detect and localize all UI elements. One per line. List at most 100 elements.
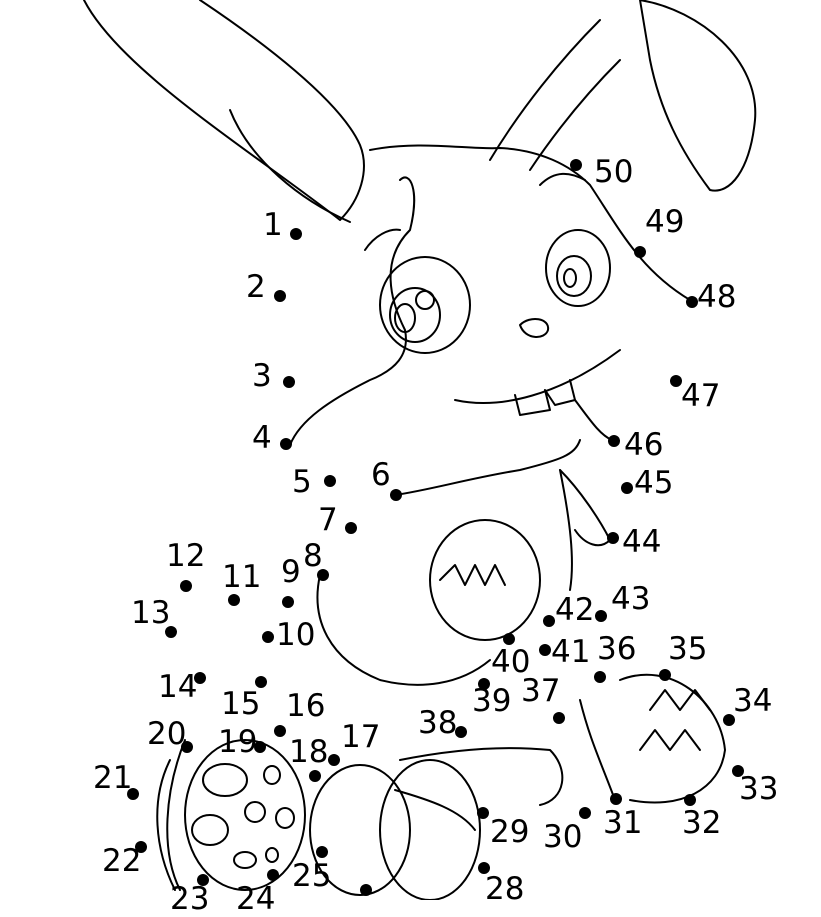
dot-44 <box>607 532 619 544</box>
egg-spot-2 <box>191 814 229 846</box>
dot-label-30: 30 <box>543 819 583 855</box>
dot-label-39: 39 <box>472 683 512 719</box>
dot-label-20: 20 <box>147 716 187 752</box>
egg-far-right-zigzag <box>639 689 711 751</box>
dot-5 <box>324 475 336 487</box>
dot-48 <box>686 296 698 308</box>
left-eye <box>379 256 471 354</box>
dot-label-6: 6 <box>371 457 391 493</box>
dot-label-9: 9 <box>281 554 301 590</box>
dot-label-46: 46 <box>624 427 664 463</box>
dot-13 <box>165 626 177 638</box>
dot-36 <box>594 671 606 683</box>
dot-34 <box>723 714 735 726</box>
egg-spot-4 <box>263 765 281 785</box>
egg-spot-7 <box>265 847 279 863</box>
egg-right-stripe <box>394 789 476 831</box>
dot-29 <box>477 807 489 819</box>
dot-28 <box>478 862 490 874</box>
dot-label-18: 18 <box>289 734 329 770</box>
held-egg-zigzag <box>439 564 506 586</box>
held-egg <box>429 519 541 641</box>
dot-32 <box>684 794 696 806</box>
dot-label-40: 40 <box>491 644 531 680</box>
left-ear-inner <box>229 109 351 223</box>
dot-label-38: 38 <box>418 705 458 741</box>
dot-label-14: 14 <box>158 669 198 705</box>
dot-47 <box>670 375 682 387</box>
dot-50 <box>570 159 582 171</box>
dot-8 <box>317 569 329 581</box>
dot-1 <box>290 228 302 240</box>
dot-40 <box>503 633 515 645</box>
egg-spot-6 <box>233 851 257 869</box>
dot-10 <box>262 631 274 643</box>
dot-label-34: 34 <box>733 683 773 719</box>
left-arm <box>316 574 491 686</box>
dot-35 <box>659 669 671 681</box>
dot-label-36: 36 <box>597 631 637 667</box>
dot-22 <box>135 841 147 853</box>
dot-label-21: 21 <box>93 760 133 796</box>
dot-label-50: 50 <box>594 154 634 190</box>
dot-45 <box>621 482 633 494</box>
dot-label-31: 31 <box>603 805 643 841</box>
dot-7 <box>345 522 357 534</box>
left-eye-shine <box>415 290 435 310</box>
dot-label-1: 1 <box>263 207 283 243</box>
dot-label-17: 17 <box>341 719 381 755</box>
left-ear <box>83 0 365 221</box>
dot-16 <box>274 725 286 737</box>
egg-right <box>379 759 481 900</box>
egg-far-right <box>619 673 726 804</box>
dot-label-11: 11 <box>222 559 262 595</box>
dot-12 <box>180 580 192 592</box>
dot-label-19: 19 <box>218 724 258 760</box>
dot-21 <box>127 788 139 800</box>
dot-31 <box>610 793 622 805</box>
dot-9 <box>282 596 294 608</box>
left-eye-pupil <box>394 303 416 333</box>
dot-label-33: 33 <box>739 771 779 807</box>
right-eye-iris <box>556 255 592 297</box>
dot-label-16: 16 <box>286 688 326 724</box>
dot-17 <box>328 754 340 766</box>
cheek-right <box>574 399 613 441</box>
dot-label-8: 8 <box>303 538 323 574</box>
right-brow <box>539 172 586 186</box>
dot-18 <box>309 770 321 782</box>
dot-20 <box>181 741 193 753</box>
dot-38 <box>455 726 467 738</box>
dot-label-32: 32 <box>682 805 722 841</box>
dot-label-35: 35 <box>668 631 708 667</box>
dot-label-37: 37 <box>521 673 561 709</box>
right-eye-pupil <box>563 268 577 288</box>
dot-label-47: 47 <box>681 378 721 414</box>
tail-detail <box>579 699 616 801</box>
dot-label-28: 28 <box>485 871 525 907</box>
dot-6 <box>390 489 402 501</box>
dot-41 <box>539 644 551 656</box>
dot-37 <box>553 712 565 724</box>
right-ear <box>639 0 757 192</box>
dot-26 <box>360 884 372 896</box>
dot-label-49: 49 <box>645 204 685 240</box>
dot-label-22: 22 <box>102 843 142 879</box>
dot-label-43: 43 <box>611 581 651 617</box>
dot-11 <box>228 594 240 606</box>
dot-3 <box>283 376 295 388</box>
dot-4 <box>280 438 292 450</box>
dot-label-48: 48 <box>697 279 737 315</box>
dot-label-3: 3 <box>252 358 272 394</box>
dot-39 <box>478 678 490 690</box>
dot-24 <box>267 869 279 881</box>
dot-label-7: 7 <box>318 502 338 538</box>
dot-46 <box>608 435 620 447</box>
left-eye-iris <box>389 287 441 343</box>
leg <box>399 747 564 806</box>
dot-30 <box>579 807 591 819</box>
left-brow <box>364 228 401 251</box>
dot-label-25: 25 <box>292 858 332 894</box>
dot-label-41: 41 <box>551 634 591 670</box>
